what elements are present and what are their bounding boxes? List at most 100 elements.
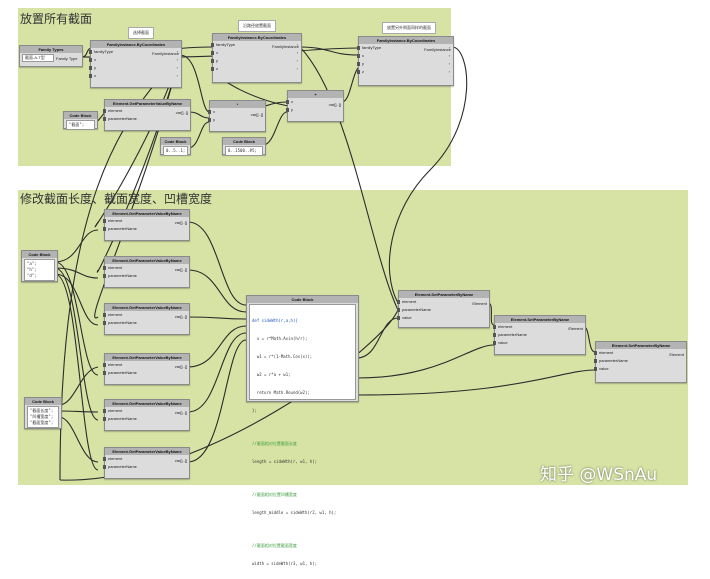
code-block-text[interactable]: 0..5..1; [163, 146, 188, 156]
family-type-dropdown[interactable]: 截面-A-T型 [22, 54, 54, 62]
get-parameter-node-5[interactable]: Element.GetParameterValueByName element … [103, 399, 190, 431]
port-icon [357, 54, 360, 58]
add-input-x[interactable]: x [286, 98, 343, 106]
get-parameter-node-1[interactable]: Element.GetParameterValueByName element … [103, 209, 190, 241]
get-parameter-node-3[interactable]: Element.GetParameterValueByName element … [103, 303, 190, 335]
sp3-input-value[interactable]: value [594, 365, 686, 373]
sp2-input-element[interactable]: element [493, 323, 585, 331]
get-parameter-node-6[interactable]: Element.GetParameterValueByName element … [103, 447, 190, 479]
gp-top-input-parametername[interactable]: parameterName [103, 115, 190, 123]
code-block-param-names[interactable]: Code Block "截面长度";"凹槽宽度";"截面宽度"; [24, 397, 62, 429]
gp-input-element[interactable]: element [103, 455, 189, 463]
gp-input-element[interactable]: element [103, 407, 189, 415]
multiply-input-x[interactable]: x [208, 108, 265, 116]
get-parameter-node-4[interactable]: Element.GetParameterValueByName element … [103, 353, 190, 385]
input-label: value [402, 315, 412, 320]
code-block-param-letters[interactable]: Code Block "a";"h";"d"; [21, 250, 58, 282]
sp2-output[interactable]: Element [568, 326, 583, 331]
gp-output[interactable]: var[]..[] [174, 458, 187, 463]
fi2-input-x[interactable]: x› [211, 49, 301, 57]
gp-input-parametername[interactable]: parameterName [103, 463, 189, 471]
fi1-input-label: x [94, 57, 96, 62]
familyinstance-bycoordinates-node-3[interactable]: FamilyInstance.ByCoordinates familyType›… [357, 36, 454, 86]
gp-input-element[interactable]: element [103, 217, 189, 225]
code-block-text[interactable]: "截面"; [66, 120, 95, 130]
multiply-title: * [210, 101, 265, 108]
sp1-input-element[interactable]: element [397, 298, 489, 306]
fi1-input-x[interactable]: x› [89, 56, 181, 64]
sp1-output[interactable]: Element [472, 301, 487, 306]
gp-output[interactable]: var[]..[] [174, 267, 187, 272]
gp-input-parametername[interactable]: parameterName [103, 369, 189, 377]
port-icon [103, 321, 106, 325]
code-block-text[interactable]: "a";"h";"d"; [24, 259, 55, 281]
family-type-output[interactable]: Family Type [56, 55, 78, 61]
gp-input-parametername[interactable]: parameterName [103, 272, 189, 280]
fi3-input-y[interactable]: y› [357, 60, 453, 68]
familyinstance-bycoordinates-node-1[interactable]: FamilyInstance.ByCoordinates familyType›… [89, 40, 182, 88]
multiply-node[interactable]: * x y var[]..[] [208, 100, 266, 132]
gp-input-element[interactable]: element [103, 311, 189, 319]
gp-output[interactable]: var[]..[] [174, 314, 187, 319]
fi3-input-x[interactable]: x› [357, 52, 453, 60]
port-icon [103, 227, 106, 231]
familyinstance-bycoordinates-node-2[interactable]: FamilyInstance.ByCoordinates familyType›… [211, 33, 302, 83]
set-parameter-node-2[interactable]: Element.SetParameterByName element param… [493, 315, 586, 355]
note-place-along-path[interactable]: 沿路径放置截面 [238, 20, 276, 32]
note-place-other-side[interactable]: 放置另外侧面同样的截面 [382, 22, 436, 34]
fi2-input-z[interactable]: z› [211, 65, 301, 73]
code-block-text[interactable]: "截面长度";"凹槽宽度";"截面宽度"; [27, 406, 59, 428]
gp-output[interactable]: var[]..[] [174, 364, 187, 369]
add-input-y[interactable]: y [286, 106, 343, 114]
multiply-output[interactable]: var[]..[] [250, 112, 263, 117]
fi3-input-label: z [362, 69, 364, 74]
code-block-text[interactable]: def sideWth(r,a,h){ x = r*Math.Asin(h/r)… [249, 304, 356, 566]
fi3-output[interactable]: FamilyInstance [424, 47, 451, 52]
fi1-input-y[interactable]: y› [89, 64, 181, 72]
add-node[interactable]: + x y var[]..[] [286, 90, 344, 122]
sp2-input-value[interactable]: value [493, 339, 585, 347]
multiply-input-y[interactable]: y [208, 116, 265, 124]
gp-input-element[interactable]: element [103, 264, 189, 272]
sp3-input-parametername[interactable]: parameterName [594, 357, 686, 365]
family-types-node[interactable]: Family Types 截面-A-T型 Family Type [19, 45, 83, 67]
code-block-sequence[interactable]: Code Block 0..1500..#5; [222, 137, 266, 156]
note-select-section[interactable]: 选择截面 [128, 27, 154, 39]
port-icon [211, 59, 214, 63]
set-parameter-node-1[interactable]: Element.SetParameterByName element param… [397, 290, 490, 328]
sp3-input-element[interactable]: element [594, 349, 686, 357]
gp-input-parametername[interactable]: parameterName [103, 415, 189, 423]
get-parameter-node-top[interactable]: Element.GetParameterValueByName element … [103, 99, 191, 131]
code-block-main[interactable]: Code Block def sideWth(r,a,h){ x = r*Mat… [246, 295, 359, 566]
input-label: element [108, 312, 123, 317]
fi3-input-familytype[interactable]: familyType› [357, 44, 453, 52]
gp-top-input-element[interactable]: element [103, 107, 190, 115]
input-label: x [213, 109, 215, 114]
fi3-input-label: y [362, 61, 364, 66]
fi1-input-label: z [94, 73, 96, 78]
add-title: + [288, 91, 343, 98]
gp-output[interactable]: var[]..[] [174, 220, 187, 225]
fi2-output[interactable]: FamilyInstance [272, 44, 299, 49]
sp1-input-value[interactable]: value [397, 314, 489, 322]
code-block-range[interactable]: Code Block 0..5..1; [160, 137, 191, 156]
fi1-input-z[interactable]: z› [89, 72, 181, 80]
fi2-input-familytype[interactable]: familyType› [211, 41, 301, 49]
sp1-input-parametername[interactable]: parameterName [397, 306, 489, 314]
sp2-input-parametername[interactable]: parameterName [493, 331, 585, 339]
code-block-section-name[interactable]: Code Block "截面"; [63, 111, 98, 130]
gp-input-parametername[interactable]: parameterName [103, 225, 189, 233]
code-block-text[interactable]: 0..1500..#5; [225, 146, 263, 156]
gp-input-element[interactable]: element [103, 361, 189, 369]
sp3-output[interactable]: Element [669, 352, 684, 357]
fi2-input-y[interactable]: y› [211, 57, 301, 65]
add-output[interactable]: var[]..[] [328, 102, 341, 107]
fi1-input-familytype[interactable]: familyType› [89, 48, 181, 56]
gp-top-output[interactable]: var[]..[] [175, 110, 188, 115]
fi1-output[interactable]: FamilyInstance [152, 51, 179, 56]
fi3-input-z[interactable]: z› [357, 68, 453, 76]
set-parameter-node-3[interactable]: Element.SetParameterByName element param… [594, 341, 687, 383]
get-parameter-node-2[interactable]: Element.GetParameterValueByName element … [103, 256, 190, 288]
gp-output[interactable]: var[]..[] [174, 410, 187, 415]
gp-input-parametername[interactable]: parameterName [103, 319, 189, 327]
